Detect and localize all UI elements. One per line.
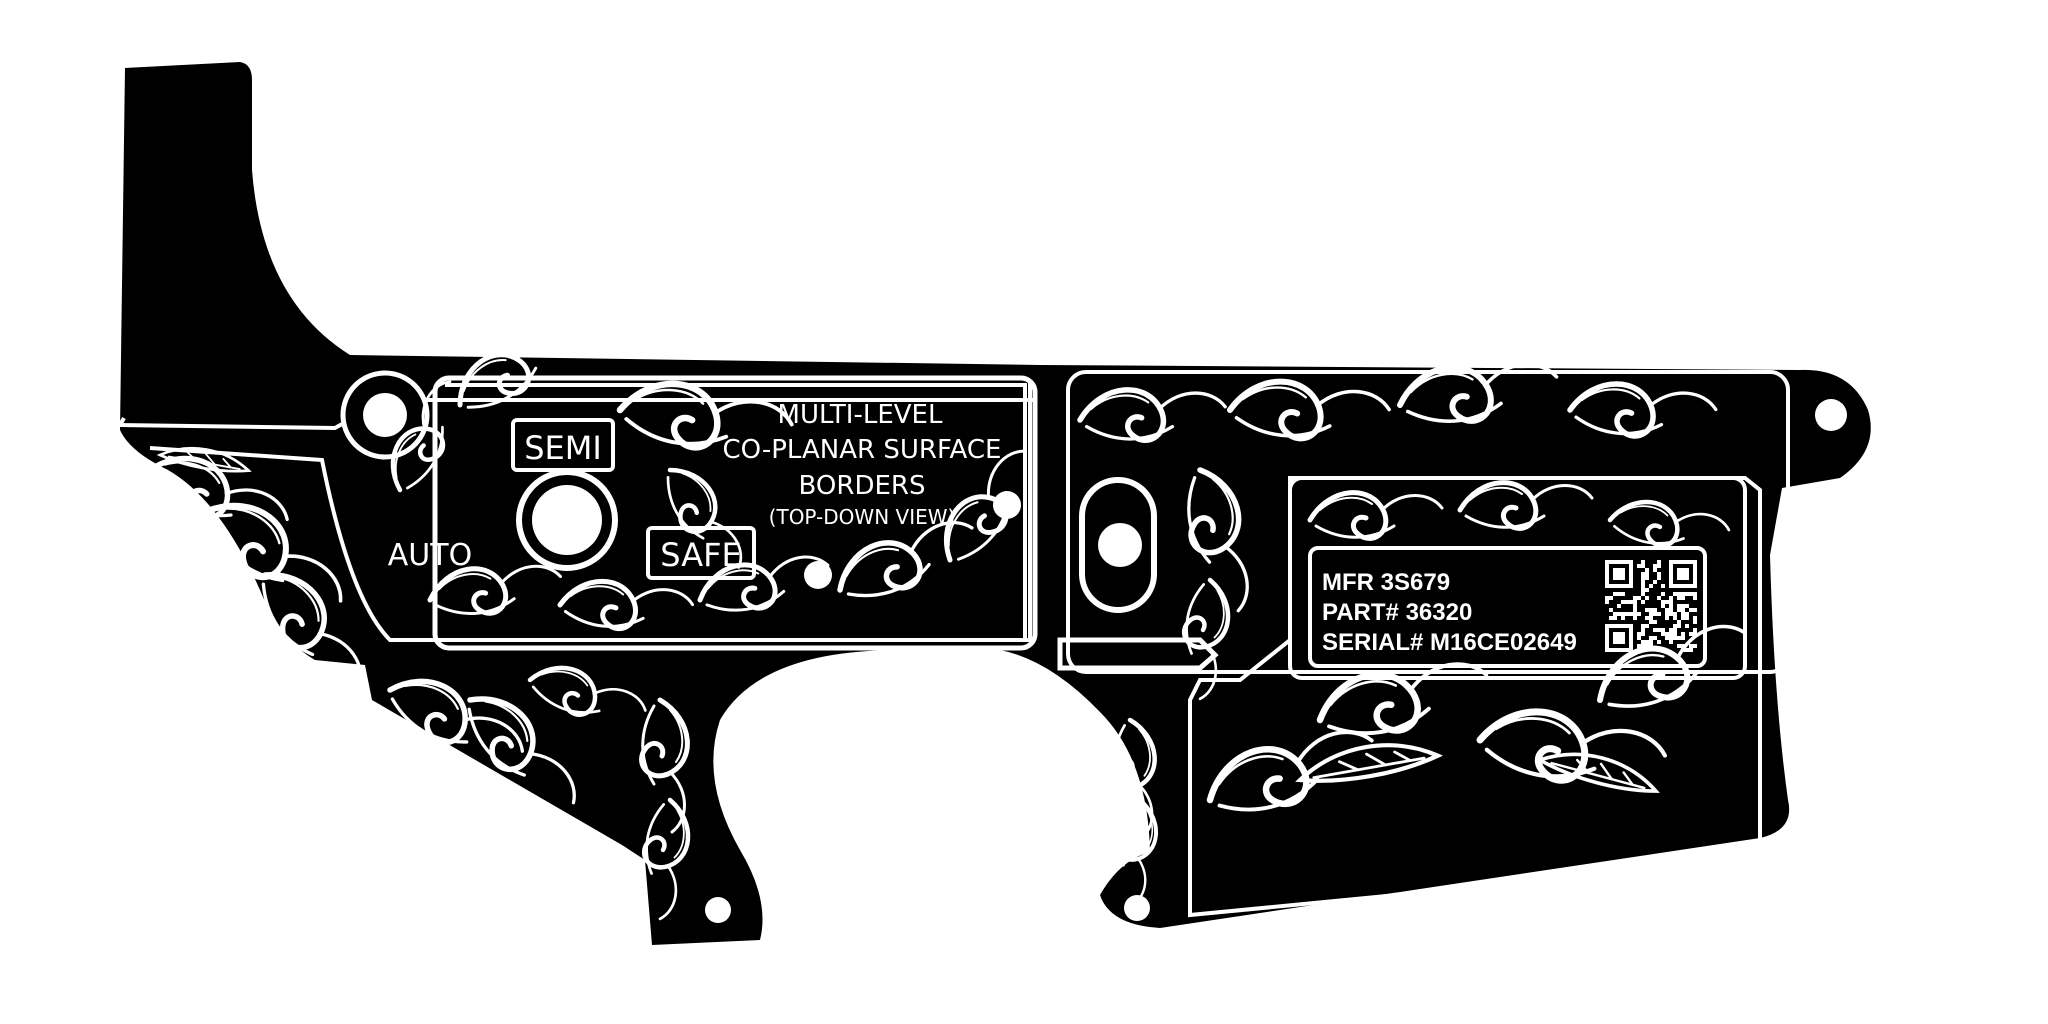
- mfr-text: MFR 3S679: [1322, 569, 1450, 596]
- serial-text: SERIAL# M16CE02649: [1322, 629, 1577, 656]
- caption-line-3: BORDERS: [799, 471, 926, 501]
- part-text: PART# 36320: [1322, 599, 1472, 626]
- semi-label: SEMI: [524, 429, 602, 467]
- qr-code-icon: [1601, 556, 1701, 656]
- caption-line-4: (TOP-DOWN VIEW): [769, 505, 956, 529]
- caption-line-1: MULTI-LEVEL: [778, 400, 943, 430]
- auto-label: AUTO: [388, 538, 472, 573]
- caption-line-2: CO-PLANAR SURFACE: [723, 435, 1002, 465]
